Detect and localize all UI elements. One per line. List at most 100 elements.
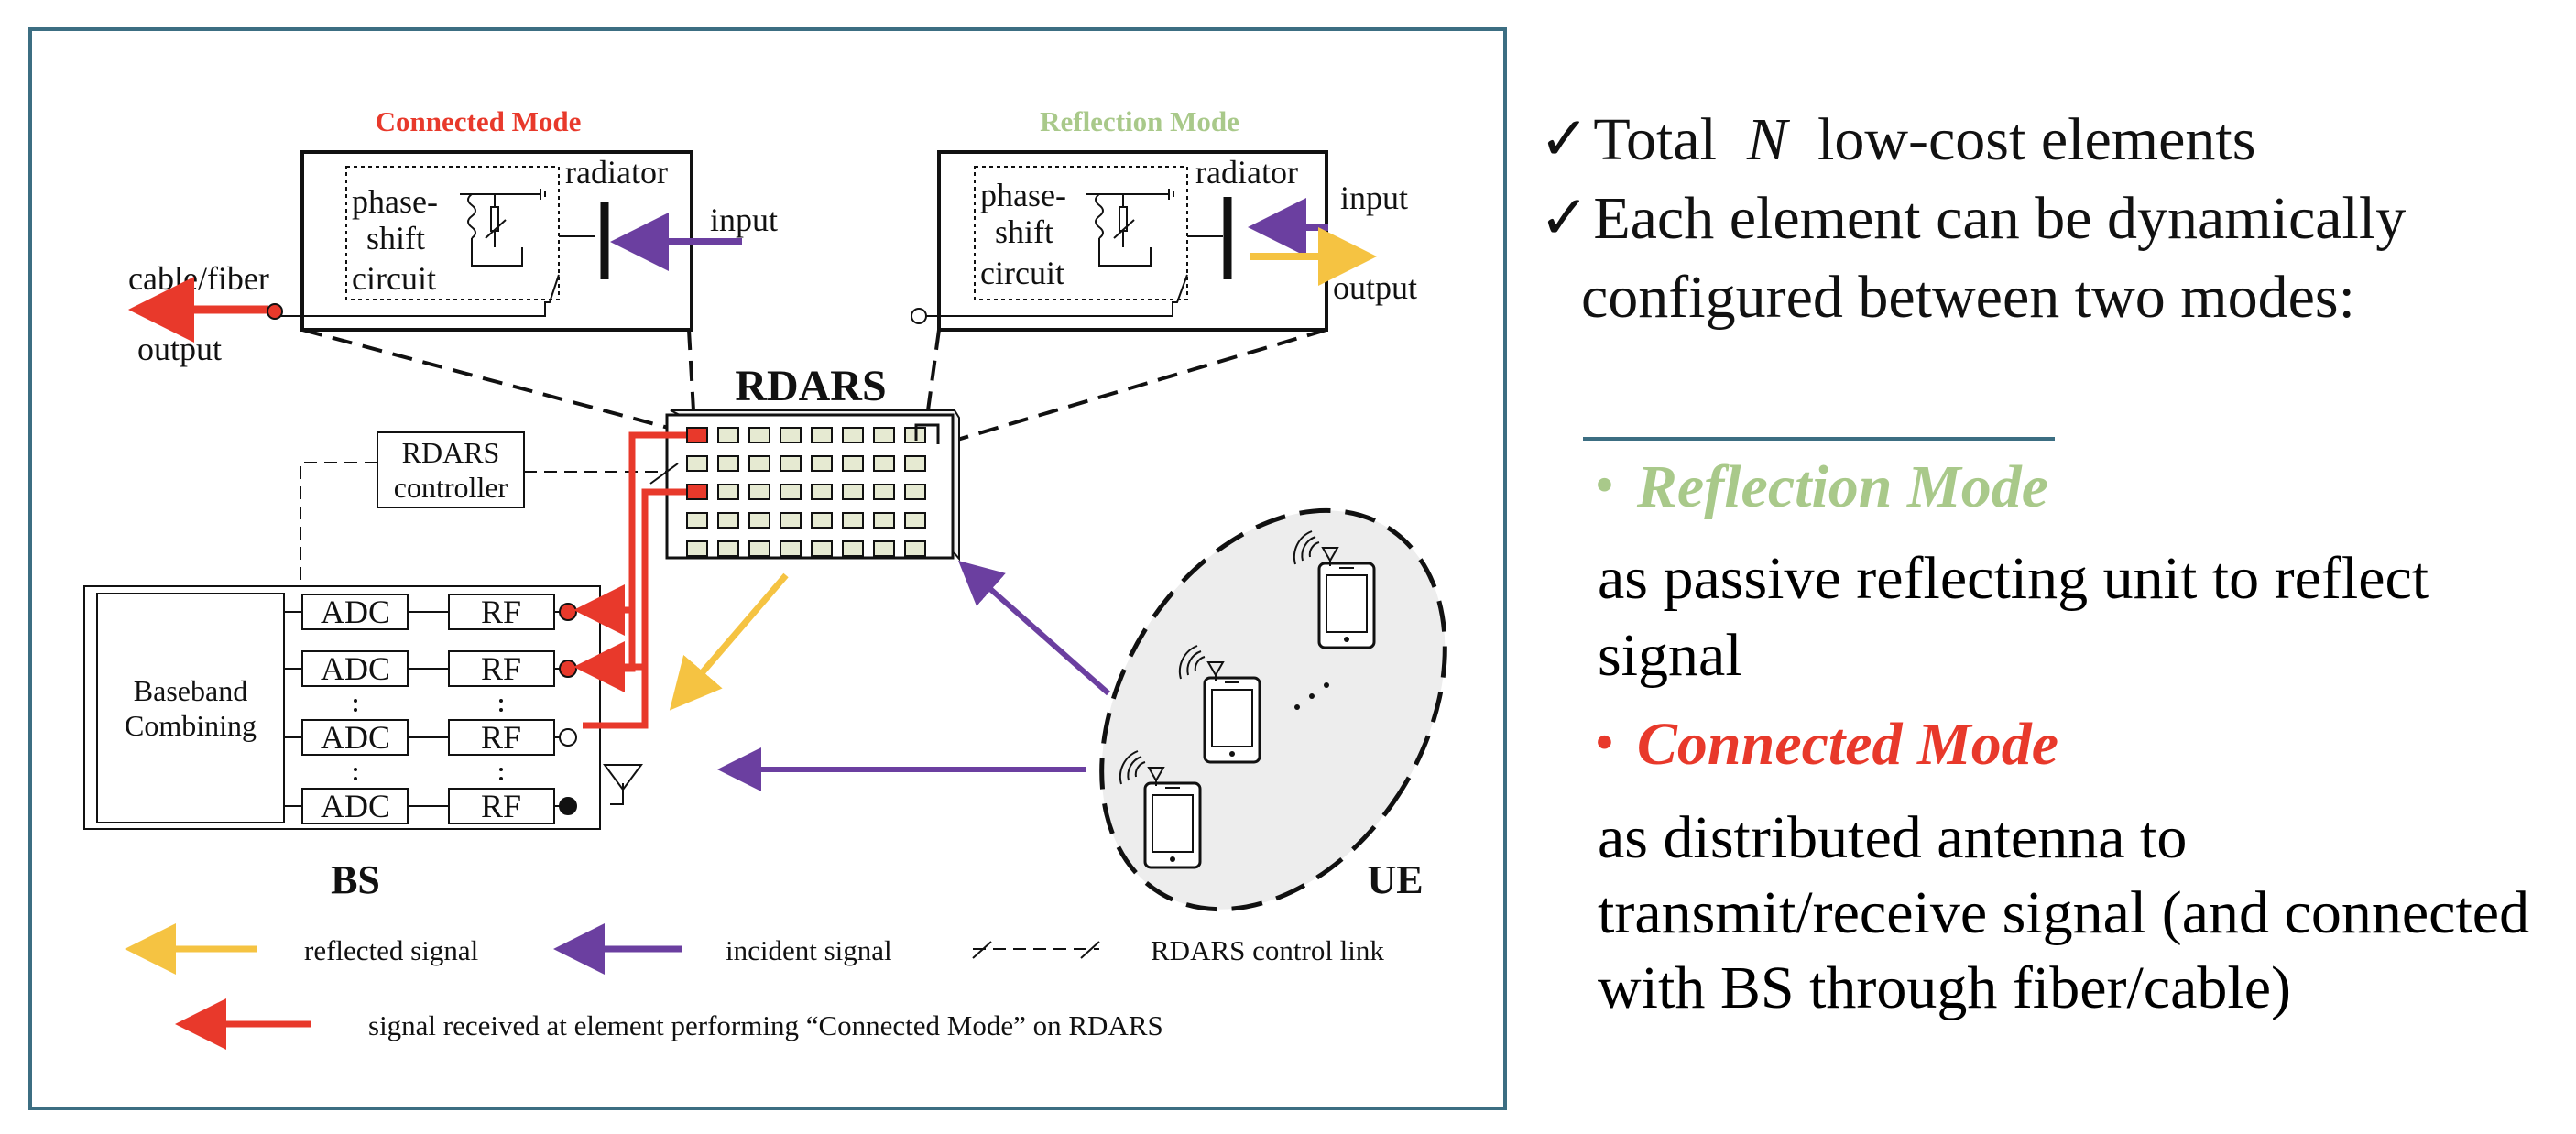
ue-phones xyxy=(1119,530,1376,869)
rdars-element xyxy=(686,512,708,529)
baseband-combining-box xyxy=(96,593,285,823)
bs-label: BS xyxy=(331,857,380,902)
total-prefix: Total xyxy=(1593,106,1717,173)
reflection-element-highlight xyxy=(914,423,940,444)
adc-label: ADC xyxy=(321,788,390,824)
rdars-controller-label-1: RDARS xyxy=(402,436,500,469)
rdars-element xyxy=(904,512,926,529)
check-icon: ✓ xyxy=(1539,106,1590,173)
rf-label: RF xyxy=(481,788,521,824)
rdars-element xyxy=(717,427,739,443)
rdars-element xyxy=(842,427,864,443)
legend-reflected-label: reflected signal xyxy=(304,934,478,966)
rdars-element xyxy=(686,455,708,472)
reflection-mode-heading-text: Reflection Mode xyxy=(1636,453,2048,520)
adc-box xyxy=(301,594,409,630)
rdars-element xyxy=(717,512,739,529)
rdars-element xyxy=(904,484,926,500)
connected-element-2 xyxy=(686,484,708,500)
reflection-input-label: input xyxy=(1340,180,1408,216)
reflection-phase-shift-dotted-box xyxy=(974,166,1188,300)
total-elements-line: ✓Total N low-cost elements xyxy=(1539,101,2565,180)
legend-received-label: signal received at element performing “C… xyxy=(368,1009,1163,1041)
connected-mode-heading: •Connected Mode xyxy=(1596,710,2058,780)
cable-fiber-label: cable/fiber xyxy=(128,260,269,297)
separator-line xyxy=(1583,437,2055,441)
rf-label: RF xyxy=(481,650,521,687)
rdars-element-grid xyxy=(686,423,940,557)
rdars-element xyxy=(873,484,895,500)
connected-mode-title: Connected Mode xyxy=(376,105,582,137)
rdars-element xyxy=(748,540,770,557)
rdars-element xyxy=(748,484,770,500)
rdars-controller-label-2: controller xyxy=(394,471,508,504)
rdars-system-diagram: Connected Mode phase- shift circuit radi… xyxy=(28,27,1507,1110)
rdars-element xyxy=(780,427,802,443)
reflection-mode-title: Reflection Mode xyxy=(1040,105,1239,137)
connected-radiator-label: radiator xyxy=(565,154,668,191)
adc-label: ADC xyxy=(321,594,390,630)
rdars-element xyxy=(873,427,895,443)
connected-output-port xyxy=(267,303,283,320)
connected-phase-shift-label-1: phase- xyxy=(352,183,438,220)
rdars-element xyxy=(842,484,864,500)
baseband-label-1: Baseband xyxy=(134,674,247,707)
reflection-radiator-label: radiator xyxy=(1195,154,1298,191)
reflection-output-port xyxy=(911,308,927,324)
rdars-element xyxy=(748,427,770,443)
rdars-element xyxy=(811,484,833,500)
rdars-controller-box xyxy=(377,431,525,508)
rf-port xyxy=(559,603,577,621)
rdars-element xyxy=(811,427,833,443)
reflection-mode-heading: •Reflection Mode xyxy=(1596,453,2048,522)
rdars-element xyxy=(717,455,739,472)
reflection-mode-description: as passive reflecting unit to reflect si… xyxy=(1598,540,2429,694)
reflected-signal-arrow xyxy=(669,572,789,711)
connected-desc-line-2: transmit/receive signal (and connected xyxy=(1598,879,2530,946)
control-link-dashed xyxy=(300,462,667,600)
rdars-element xyxy=(811,540,833,557)
rf-box xyxy=(448,594,555,630)
control-link-tick xyxy=(649,463,679,485)
rdars-element xyxy=(873,455,895,472)
rdars-element xyxy=(780,512,802,529)
reflection-desc-line-1: as passive reflecting unit to reflect xyxy=(1598,545,2429,612)
rdars-element xyxy=(811,455,833,472)
rdars-element xyxy=(873,512,895,529)
adc-label: ADC xyxy=(321,650,390,687)
reflection-desc-line-2: signal xyxy=(1598,622,1742,689)
rdars-label: RDARS xyxy=(735,362,886,410)
rf-label: RF xyxy=(481,719,521,756)
rf-box xyxy=(448,650,555,687)
rf-port xyxy=(559,797,577,815)
rdars-element xyxy=(686,540,708,557)
red-cable-rf1 xyxy=(628,431,687,610)
total-suffix: low-cost elements xyxy=(1817,106,2256,173)
connected-element-1 xyxy=(686,427,708,443)
rdars-element xyxy=(904,540,926,557)
rf-port xyxy=(559,660,577,678)
rdars-element xyxy=(717,540,739,557)
rdars-element xyxy=(811,512,833,529)
ue-phone-icon xyxy=(1178,645,1261,764)
rdars-element xyxy=(748,512,770,529)
adc-box xyxy=(301,788,409,824)
connected-circuit-symbol xyxy=(279,189,595,317)
bs-antenna-icon xyxy=(603,764,643,805)
rdars-element xyxy=(780,484,802,500)
each-element-text: Each element can be dynamically xyxy=(1593,185,2407,252)
ue-phone-icon xyxy=(1293,530,1376,649)
connected-desc-line-3: with BS through fiber/cable) xyxy=(1598,954,2292,1021)
connected-mode-heading-text: Connected Mode xyxy=(1636,711,2059,778)
rdars-element xyxy=(780,455,802,472)
reflection-phase-shift-label-2: shift xyxy=(995,213,1053,250)
connected-output-label: output xyxy=(137,331,222,367)
reflection-phase-shift-label-1: phase- xyxy=(980,177,1066,213)
reflection-circuit-symbol xyxy=(925,189,1223,317)
adc-box xyxy=(301,719,409,756)
legend-control-tick-left xyxy=(972,941,992,959)
rdars-element xyxy=(842,455,864,472)
rdars-element xyxy=(842,512,864,529)
rf-port xyxy=(559,728,577,747)
